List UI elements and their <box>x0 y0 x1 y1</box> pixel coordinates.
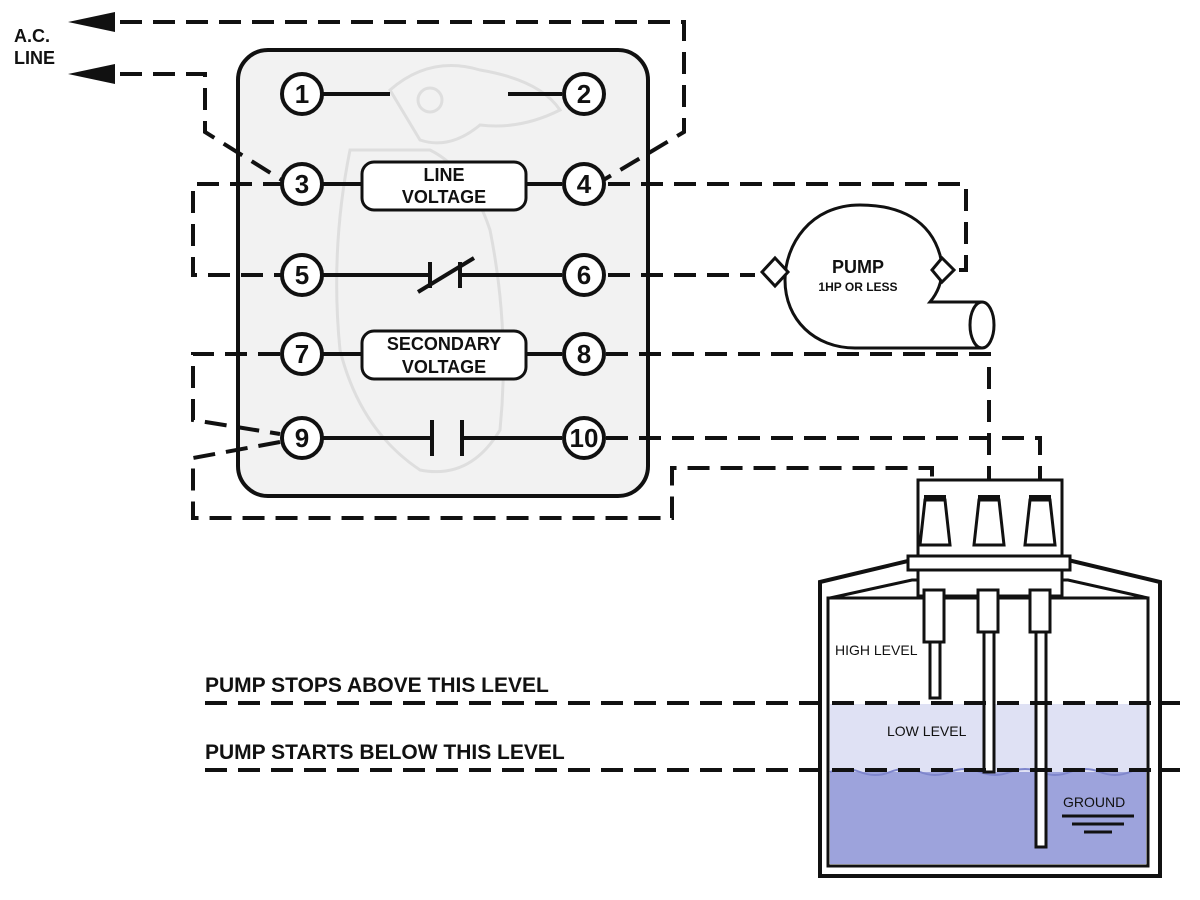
wire-8-probe-low <box>606 352 991 500</box>
normally-closed-contact <box>416 256 476 294</box>
wire-9-probe-high <box>191 440 934 520</box>
terminal-2: 2 <box>562 72 606 116</box>
line-voltage-label-1: LINE <box>423 165 464 185</box>
terminal-9: 9 <box>280 416 324 460</box>
terminal-1: 1 <box>280 72 324 116</box>
svg-text:3: 3 <box>295 169 309 199</box>
terminal-7: 7 <box>280 332 324 376</box>
line-voltage-label-2: VOLTAGE <box>402 187 486 207</box>
ac-line-arrows <box>68 12 115 84</box>
svg-text:6: 6 <box>577 260 591 290</box>
svg-text:5: 5 <box>295 260 309 290</box>
label-ground: GROUND <box>1063 794 1125 810</box>
svg-text:2: 2 <box>577 79 591 109</box>
watermark-figure <box>335 64 563 474</box>
svg-text:4: 4 <box>577 169 592 199</box>
svg-text:10: 10 <box>570 423 599 453</box>
ac-line-label-1: A.C. <box>14 26 50 46</box>
terminal-8: 8 <box>562 332 606 376</box>
probe-high <box>922 588 946 700</box>
svg-text:8: 8 <box>577 339 591 369</box>
pump-title: PUMP <box>832 257 884 277</box>
wire-4-pump <box>608 182 968 272</box>
probe-ground <box>1028 588 1052 849</box>
secondary-voltage-label-1: SECONDARY <box>387 334 501 354</box>
electrode-holder <box>906 478 1072 598</box>
terminal-6: 6 <box>562 253 606 297</box>
label-high-level: HIGH LEVEL <box>835 642 918 658</box>
ground-symbol-icon <box>1062 814 1134 834</box>
terminal-5: 5 <box>280 253 324 297</box>
terminal-3: 3 <box>280 162 324 206</box>
wire-bridge-3-5 <box>191 182 285 277</box>
line-voltage-box <box>360 160 528 212</box>
svg-text:7: 7 <box>295 339 309 369</box>
svg-text:1: 1 <box>295 79 309 109</box>
label-low-level: LOW LEVEL <box>887 723 967 739</box>
wire-7-9 <box>191 352 281 436</box>
normally-open-contact <box>430 420 464 456</box>
label-pump-stops: PUMP STOPS ABOVE THIS LEVEL <box>205 674 549 697</box>
wire-ac-1 <box>120 20 686 184</box>
label-pump-starts: PUMP STARTS BELOW THIS LEVEL <box>205 741 565 764</box>
secondary-voltage-box <box>360 329 528 381</box>
ac-line-label-2: LINE <box>14 48 55 68</box>
terminal-4: 4 <box>562 162 606 206</box>
water-lower <box>830 772 1146 864</box>
wire-ac-2 <box>120 72 287 184</box>
pump-subtitle: 1HP OR LESS <box>818 280 897 294</box>
terminal-10: 10 <box>562 416 606 460</box>
svg-text:9: 9 <box>295 423 309 453</box>
secondary-voltage-label-2: VOLTAGE <box>402 357 486 377</box>
pump: PUMP 1HP OR LESS <box>759 203 996 350</box>
